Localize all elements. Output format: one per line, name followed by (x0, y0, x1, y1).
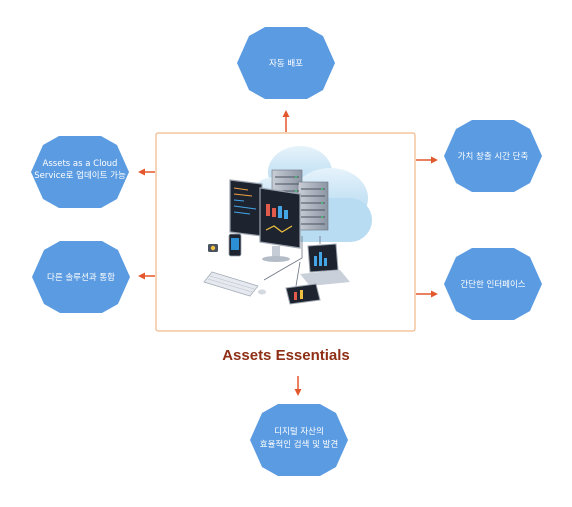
hex-node-mid-left: 다른 솔루션과 통합 (32, 241, 130, 313)
connector-arrows (138, 110, 438, 396)
hex-node-top-label: 자동 배포 (269, 59, 303, 69)
hex-node-mid-right: 간단한 인터페이스 (444, 248, 542, 320)
laptop-icon (300, 243, 350, 286)
hex-node-top-left: Assets as a Cloud Service로 업데이트 가능 (31, 136, 129, 208)
keyboard-icon (203, 271, 266, 297)
cloud-computing-illustration (203, 146, 372, 305)
hex-node-top-right-label: 가치 창출 시간 단축 (458, 151, 529, 162)
hex-node-bottom-label-line1: 디지털 자산의 (274, 426, 324, 437)
hex-node-top-right: 가치 창출 시간 단축 (444, 120, 542, 192)
hex-node-top-left-label-line1: Assets as a Cloud (43, 159, 118, 169)
hex-node-top: 자동 배포 (237, 27, 335, 99)
hex-node-bottom: 디지털 자산의 효율적인 검색 및 발견 (250, 404, 348, 476)
monitor-icon (229, 179, 301, 262)
diagram-title: Assets Essentials (222, 347, 350, 364)
hex-node-mid-right-label: 간단한 인터페이스 (460, 279, 525, 290)
tablet-icon (285, 283, 321, 305)
cable-lines (263, 236, 321, 287)
camera-icon (208, 244, 218, 252)
hex-node-bottom-label-line2: 효율적인 검색 및 발견 (260, 439, 339, 450)
hex-node-top-left-label-line2: Service로 업데이트 가능 (34, 170, 126, 181)
hex-node-mid-left-label: 다른 솔루션과 통합 (47, 272, 115, 283)
phone-icon (228, 233, 242, 257)
